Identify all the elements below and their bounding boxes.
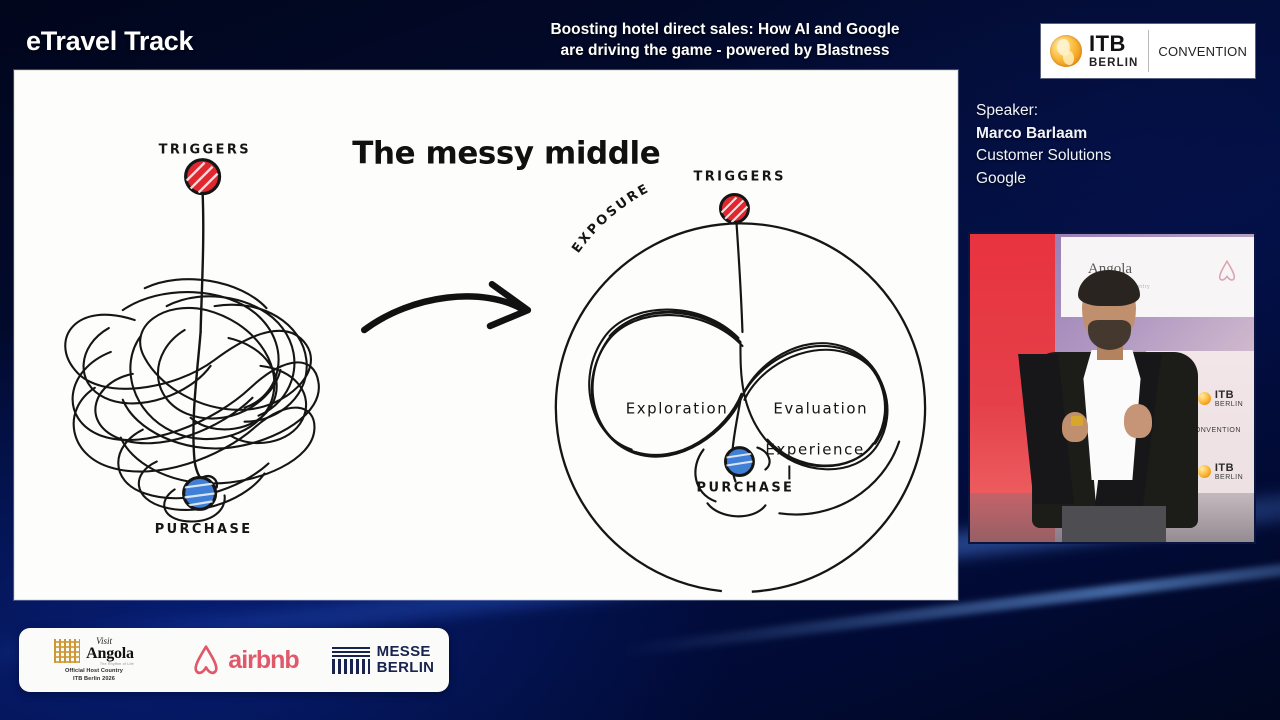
presentation-slide[interactable]: The messy middle TRIGGERS [14,70,958,600]
backdrop-itb-logo-1: ITB BERLIN [1197,389,1244,409]
angola-host-line-1: Official Host Country [64,668,124,675]
page-title: eTravel Track [26,26,194,56]
speaker-info: Speaker: Marco Barlaam Customer Solution… [976,100,1111,191]
speaker-name: Marco Barlaam [976,124,1088,142]
speaker-hand-right [1124,404,1152,438]
exposure-outer-circle [554,222,927,594]
messe-pillars [331,659,370,674]
exploration-label: Exploration [626,400,729,418]
itb-segment-text: CONVENTION [1158,43,1248,59]
left-triggers-label: TRIGGERS [159,143,251,158]
messe-columns-icon [331,646,370,674]
backdrop-convention-text: CONVENTION [1189,427,1241,435]
speaker-company: Google [976,169,1026,187]
speaker-hair [1078,270,1140,306]
itb-city-text: BERLIN [1089,56,1139,69]
backdrop-itb-text-2: ITB [1214,461,1235,474]
globe-icon [1197,464,1211,478]
angola-emblem-icon [54,639,81,664]
speaker-role: Customer Solutions [976,147,1112,165]
logo-divider [1148,30,1150,72]
messe-line-1: MESSE [376,643,431,661]
experience-label: Experience [765,441,864,459]
right-triggers-label: TRIGGERS [694,170,786,185]
angola-host-line-2: ITB Berlin 2026 [73,675,115,682]
slide-graphic: The messy middle TRIGGERS [64,136,927,594]
angola-host-note: Official Host Country ITB Berlin 2026 [65,668,123,683]
speaker-beard [1088,320,1131,350]
messe-line-2: BERLIN [376,659,435,676]
backdrop-convention-label: CONVENTION [1189,427,1241,434]
airbnb-wordmark: airbnb [228,645,299,674]
left-purchase-label: PURCHASE [155,522,253,537]
messe-wordmark: MESSE BERLIN [377,644,435,676]
right-purchase-label: PURCHASE [697,480,795,495]
backdrop-itb-city-2: BERLIN [1214,473,1244,481]
session-title-line-1: Boosting hotel direct sales: How AI and … [550,21,900,38]
airbnb-icon [1219,259,1236,281]
speaker-label: Speaker: [976,102,1039,119]
angola-name-text: Angola [86,644,134,662]
speaker-clicker [1071,416,1083,426]
exposure-label: EXPOSURE [569,181,652,256]
backdrop-itb-text: ITB [1214,389,1235,402]
globe-icon [1197,392,1211,406]
messe-roof [331,646,370,657]
angola-logo-row: Visit Angola The Rhythm of Life [54,635,134,667]
itb-logo-words: ITB BERLIN [1089,30,1139,70]
sponsor-visit-angola: Visit Angola The Rhythm of Life Official… [19,635,169,684]
globe-icon [1050,35,1082,67]
itb-brand-text: ITB [1089,30,1126,56]
angola-tagline: The Rhythm of Life [99,661,134,666]
backdrop-itb-city: BERLIN [1214,401,1244,409]
itb-berlin-logo: ITB BERLIN CONVENTION [1041,24,1256,78]
speaker-trousers [1062,506,1166,542]
backdrop-itb-logo-2: ITB BERLIN [1197,461,1244,481]
airbnb-icon [194,645,218,675]
session-title-line-2: are driving the game - powered by Blastn… [560,41,890,59]
sponsor-airbnb: airbnb [169,643,319,677]
sponsor-messe-berlin: MESSE BERLIN [319,644,447,676]
evaluation-label: Evaluation [773,400,868,418]
sponsor-bar: Visit Angola The Rhythm of Life Official… [19,628,449,692]
itb-logo-main: ITB BERLIN [1041,24,1148,78]
session-title: Boosting hotel direct sales: How AI and … [470,20,980,62]
infinity-loop [588,308,889,471]
angola-wordmark: Visit Angola The Rhythm of Life [86,635,134,667]
angola-visit-text: Visit [96,635,112,646]
curved-arrow-icon [361,280,532,334]
slide-title: The messy middle [352,136,660,172]
speaker-video-feed[interactable]: Angola Official Host Country ITB BERLIN … [968,232,1256,544]
